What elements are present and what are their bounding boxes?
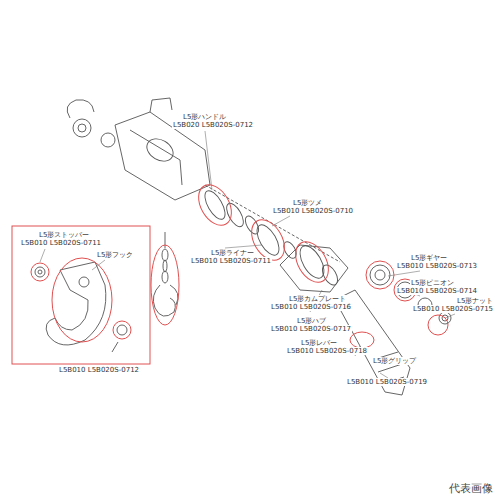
part-label: L5形ストッパー: [38, 231, 90, 239]
part-label: L5B010 L5B020S-0714: [396, 287, 478, 295]
part-label: L5B010 L5B020S-0711: [20, 239, 102, 247]
part-label: L5形ハンドル: [182, 113, 227, 121]
part-label: L5形ピニオン: [410, 279, 455, 287]
part-label: L5形ナット: [456, 297, 494, 305]
leader-lines: [40, 131, 455, 378]
part-label: L5B010 L5B020S-0719: [346, 378, 428, 386]
part-label: L5B010 L5B020S-0718: [286, 347, 368, 355]
part-label: L5形ギヤー: [410, 254, 448, 262]
part-label: L5形ツメ: [292, 199, 323, 207]
part-label: L5形ハブ: [296, 317, 327, 325]
highlight-marks: [12, 179, 448, 364]
part-label: L5形カムプレート: [288, 295, 347, 303]
part-label: L5形ライナー: [210, 249, 255, 257]
part-label: L5形フック: [96, 251, 134, 259]
part-label: L5形グリップ: [372, 357, 417, 365]
part-label: L5B010 L5B020S-0710: [272, 207, 354, 215]
part-label: L5B010 L5B020S-0711: [190, 257, 272, 265]
part-label: L5B010 L5B020S-0717: [270, 325, 352, 333]
part-label: L5B010 L5B020S-0712: [58, 366, 140, 374]
part-label: L5B010 L5B020S-0716: [270, 303, 352, 311]
watermark: 代表画像: [448, 482, 494, 495]
part-label: L5B010 L5B020S-0713: [396, 262, 478, 270]
part-label: L5形レバー: [300, 339, 338, 347]
part-label: L5B020 L5B020S-0712: [172, 121, 254, 129]
part-label: L5B010 L5B020S-0715: [412, 305, 494, 313]
